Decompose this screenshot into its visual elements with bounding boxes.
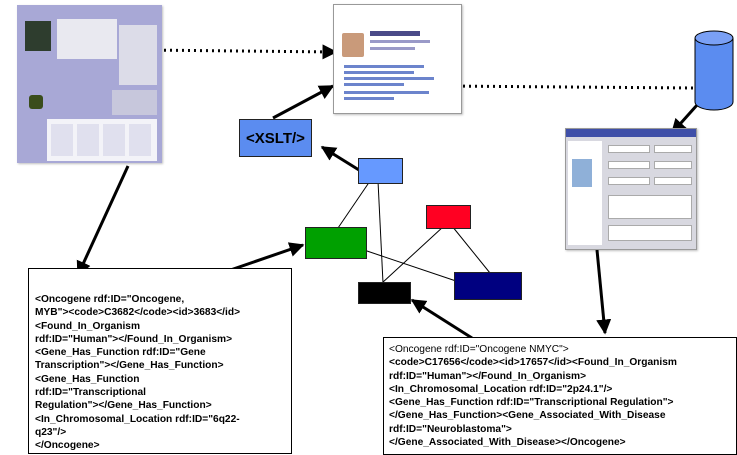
graph-node-black bbox=[358, 282, 411, 304]
xslt-label: <XSLT/> bbox=[246, 129, 305, 147]
edge-red-black bbox=[381, 225, 445, 284]
form-app-thumbnail bbox=[565, 128, 697, 250]
visualization-app-thumbnail bbox=[17, 5, 162, 163]
code-line: rdf:ID="Transcriptional bbox=[35, 387, 146, 399]
code-line: rdf:ID="Human"></Found_In_Organism> bbox=[35, 333, 233, 345]
code-line: rdf:ID="Neuroblastoma"> bbox=[389, 423, 512, 435]
oncogene-myb-code-box: <Oncogene rdf:ID="Oncogene, MYB"><code>C… bbox=[28, 268, 292, 454]
xslt-label-box: <XSLT/> bbox=[239, 119, 312, 157]
oncogene-nmyc-code-box: <Oncogene rdf:ID="Oncogene NMYC"> <code>… bbox=[383, 337, 737, 455]
code-line: <Gene_Has_Function bbox=[35, 373, 140, 385]
graph-node-navy bbox=[454, 272, 522, 300]
database-cylinder-icon bbox=[694, 30, 734, 111]
edge-green-navy bbox=[363, 249, 457, 282]
graph-node-blue bbox=[358, 158, 403, 184]
arrow-code-to-black bbox=[410, 298, 473, 340]
code-line: Regulation"></Gene_Has_Function> bbox=[35, 400, 212, 412]
code-line: </Oncogene> bbox=[35, 440, 100, 452]
code-line: <In_Chromosomal_Location rdf:ID="2p24.1"… bbox=[389, 383, 613, 395]
code-line: <Oncogene rdf:ID="Oncogene NMYC"> bbox=[389, 344, 569, 355]
code-line: Transcription"></Gene_Has_Function> bbox=[35, 360, 224, 372]
arrow-xslt-to-page bbox=[272, 84, 335, 120]
code-line: <Oncogene rdf:ID="Oncogene, bbox=[35, 294, 185, 305]
code-line: MYB"><code>C3682</code><id>3683</id> bbox=[35, 307, 241, 319]
edge-blue-black bbox=[377, 180, 384, 284]
code-line: q23"/> bbox=[35, 426, 67, 438]
code-line: <Found_In_Organism bbox=[35, 320, 141, 332]
code-line: rdf:ID="Human"></Found_In_Organism> bbox=[389, 370, 587, 382]
code-line: <Gene_Has_Function rdf:ID="Gene bbox=[35, 347, 206, 359]
arrow-form-to-code bbox=[595, 249, 612, 335]
edge-blue-green bbox=[337, 180, 371, 229]
code-line: <In_Chromosomal_Location rdf:ID="6q22- bbox=[35, 413, 240, 425]
code-line: <Gene_Has_Function rdf:ID="Transcription… bbox=[389, 397, 674, 409]
dotted-arrow-db-to-page bbox=[441, 78, 694, 94]
arrow-left-thumb-to-code bbox=[76, 165, 130, 277]
graph-node-red bbox=[426, 205, 471, 229]
edge-red-navy bbox=[451, 225, 491, 274]
web-page-thumbnail bbox=[333, 4, 462, 114]
code-line: <code>C17656</code><id>17657</id><Found_… bbox=[389, 357, 677, 369]
arrow-node-to-xslt bbox=[320, 145, 360, 172]
code-line: </Gene_Has_Function><Gene_Associated_Wit… bbox=[389, 410, 666, 422]
graph-node-green bbox=[305, 227, 367, 259]
code-line: </Gene_Associated_With_Disease></Oncogen… bbox=[389, 437, 626, 449]
